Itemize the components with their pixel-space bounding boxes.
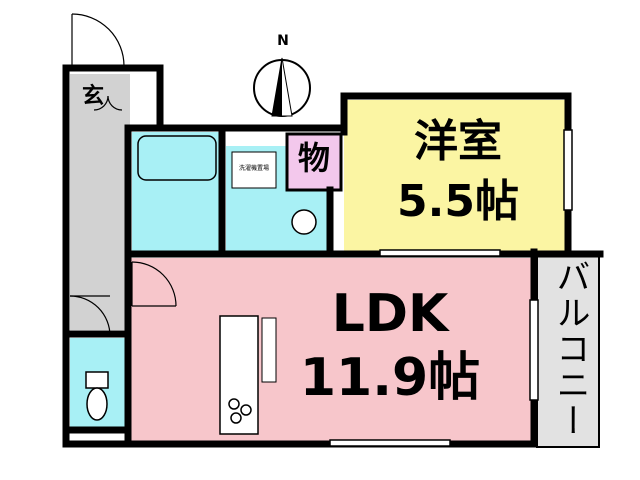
- entrance-area: [70, 74, 130, 130]
- washbasin: [291, 209, 317, 235]
- bathroom: [132, 132, 222, 252]
- ldk-size: 11.9帖: [299, 348, 481, 408]
- bathtub: [137, 135, 217, 181]
- western-room-size: 5.5帖: [397, 176, 519, 227]
- western-room-name: 洋室: [414, 116, 502, 167]
- toilet-door: [69, 295, 111, 337]
- washer-space: [231, 151, 277, 189]
- storage-room: [285, 132, 343, 192]
- entrance-door: [71, 13, 125, 111]
- north-label: N: [277, 33, 289, 49]
- hallway: [70, 130, 126, 330]
- washer-label: 洗濯機置場: [238, 165, 269, 172]
- ldk-door: [131, 261, 177, 307]
- toilet-fixture: [85, 371, 109, 421]
- ldk-room: [130, 258, 534, 442]
- kitchen-counter: [219, 315, 259, 435]
- walls: [62, 64, 604, 448]
- fridge-space: [261, 317, 277, 383]
- ldk-name: LDK: [331, 284, 449, 344]
- storage-label: 物: [297, 139, 330, 177]
- entrance-label: 玄: [81, 84, 104, 109]
- balcony-area: [536, 254, 600, 448]
- western-room: [344, 100, 566, 252]
- window-marks: [329, 129, 573, 447]
- balcony-label: バルコニー: [550, 259, 590, 439]
- compass-icon: [253, 57, 311, 117]
